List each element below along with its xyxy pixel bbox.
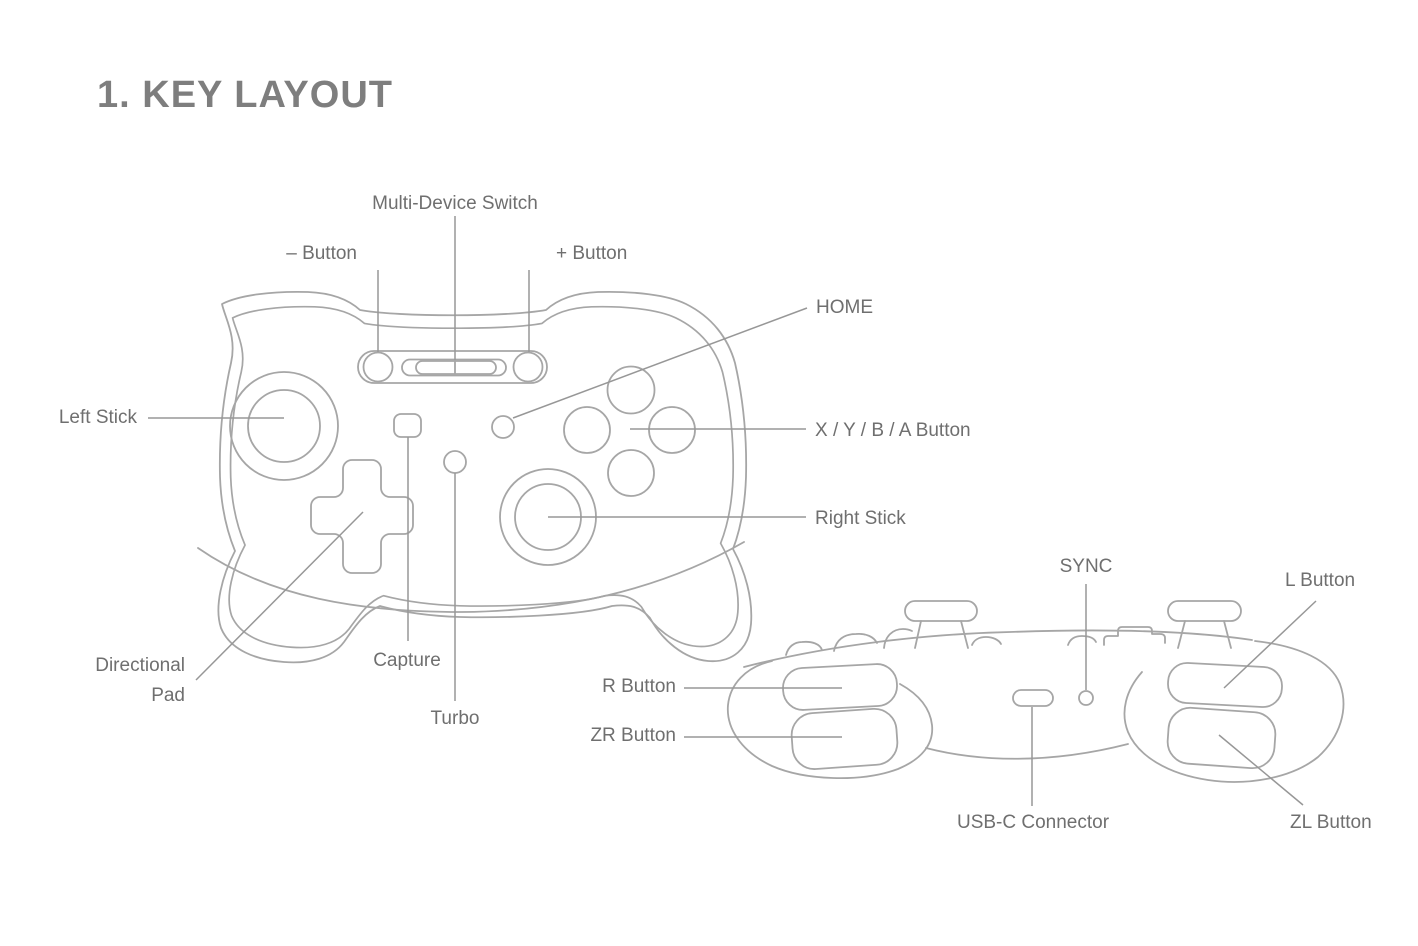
home-button-shape xyxy=(491,415,515,439)
usb-c-connector-shape xyxy=(1012,689,1054,707)
front-body-outline xyxy=(217,290,753,664)
label-right-stick: Right Stick xyxy=(815,508,906,529)
x-button-shape xyxy=(606,365,656,415)
plus-button-shape xyxy=(512,351,544,383)
label-directional-pad-line1: Directional xyxy=(95,655,185,676)
rear-right-stick-stem-r xyxy=(1223,620,1232,649)
label-capture: Capture xyxy=(373,650,441,671)
rear-top-bump-5 xyxy=(1067,635,1097,646)
rear-left-lobe xyxy=(726,660,934,779)
label-r-button: R Button xyxy=(602,676,676,697)
capture-button-shape xyxy=(393,413,422,438)
label-multi-device-switch: Multi-Device Switch xyxy=(372,193,538,214)
leader-home xyxy=(512,307,808,419)
front-faceplate-curve xyxy=(197,541,745,613)
front-leader-lines xyxy=(148,216,808,701)
rear-top-bump-3 xyxy=(883,628,913,649)
label-directional-pad: Directional Pad xyxy=(95,651,185,711)
rear-leader-lines xyxy=(684,584,1317,806)
label-zl-button: ZL Button xyxy=(1290,812,1372,833)
page-title: 1. KEY LAYOUT xyxy=(97,74,393,116)
zl-button-shape xyxy=(1166,706,1277,770)
label-xyba-button: X / Y / B / A Button xyxy=(815,420,971,441)
rear-body-top-edge xyxy=(743,629,1253,668)
rear-body-bottom-edge xyxy=(925,743,1129,760)
r-button-shape xyxy=(782,663,898,711)
front-body-inner-line xyxy=(228,305,739,649)
rear-right-lobe xyxy=(1123,640,1345,783)
left-stick-outer xyxy=(229,371,339,481)
rear-top-bump-2 xyxy=(833,632,878,652)
sync-hole-shape xyxy=(1078,690,1094,706)
label-plus-button: + Button xyxy=(556,243,628,264)
leader-l-button xyxy=(1223,600,1317,689)
leader-zl-button xyxy=(1218,734,1304,806)
label-left-stick: Left Stick xyxy=(58,407,137,428)
rear-right-stick-stem-l xyxy=(1177,620,1186,649)
front-controller-drawing xyxy=(197,290,753,664)
label-home: HOME xyxy=(816,297,873,318)
system-button-tray xyxy=(357,350,548,384)
leader-dpad xyxy=(195,511,364,681)
left-stick-inner xyxy=(247,389,321,463)
label-minus-button: – Button xyxy=(286,243,357,264)
rear-left-stick-stem-l xyxy=(914,620,922,649)
rear-top-bump-1 xyxy=(785,640,823,656)
label-l-button: L Button xyxy=(1285,570,1356,591)
rear-controller-drawing xyxy=(726,600,1345,783)
label-directional-pad-line2: Pad xyxy=(151,685,185,706)
label-zr-button: ZR Button xyxy=(590,725,676,746)
multi-device-switch-knob xyxy=(415,360,497,375)
minus-button-shape xyxy=(362,351,394,383)
rear-top-bump-4 xyxy=(971,636,1002,646)
rear-left-stick-stem-r xyxy=(960,620,969,649)
dpad-shape xyxy=(310,459,414,574)
label-turbo: Turbo xyxy=(430,708,480,729)
b-button-shape xyxy=(607,449,655,497)
l-button-shape xyxy=(1167,662,1283,708)
rear-right-stick-cap xyxy=(1167,600,1242,622)
a-button-shape xyxy=(648,406,696,454)
multi-device-switch-slot xyxy=(401,358,507,377)
zr-button-shape xyxy=(790,707,899,770)
y-button-shape xyxy=(563,406,611,454)
rear-left-stick-cap xyxy=(904,600,978,622)
turbo-button-shape xyxy=(443,450,467,474)
label-usb-c-connector: USB-C Connector xyxy=(956,812,1110,833)
rear-top-bump-6 xyxy=(1103,626,1166,646)
label-sync: SYNC xyxy=(1059,556,1113,577)
